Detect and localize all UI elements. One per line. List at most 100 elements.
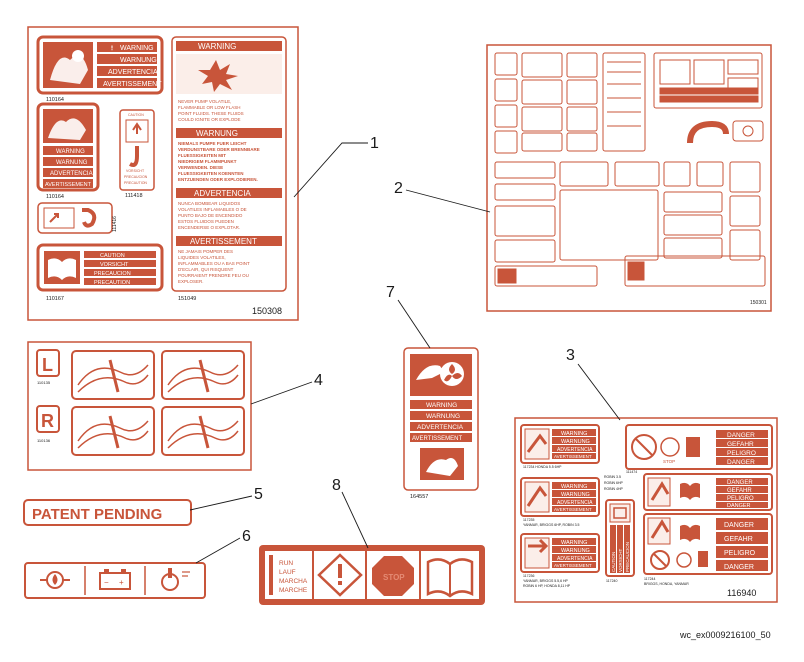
label-row: AVERTISSEMENT	[554, 507, 592, 512]
decal-117244-danger: DANGER GEFAHR PELIGRO DANGER	[643, 513, 773, 575]
text-line: POINT FLUIDS. THESE FLUIDS	[178, 111, 244, 116]
decal-danger-middle: DANGER GEFAHR PELIGRO DANGER	[643, 473, 773, 511]
decal-117236: WARNING WARNUNG ADVERTENCIA AVERTISSEMEN…	[520, 533, 600, 573]
run-label-line: LAUF	[279, 569, 296, 576]
right-label: R	[36, 405, 60, 433]
book-icon	[680, 482, 700, 500]
text-line: VERDUNSTBARE ODER BRENNBARE	[178, 147, 260, 152]
panel-5-patent-pending: PATENT PENDING	[23, 499, 192, 526]
svg-text:−: −	[104, 578, 109, 587]
caption: 117240	[606, 579, 617, 583]
decal-117235: WARNING WARNUNG ADVERTENCIA AVERTISSEMEN…	[520, 477, 600, 517]
label-row: WARNING	[120, 45, 154, 52]
text-line: INFLAMMABLES OU A BAS POINT	[178, 261, 250, 266]
text-line: EXPLOSER.	[178, 279, 204, 284]
text-line: NUNCA BOMBEAR LIQUIDOS	[178, 201, 240, 206]
caption: ROBIN 3.5	[604, 475, 621, 479]
label-row: VORSICHT	[100, 262, 129, 268]
sheet-part-number: 116940	[727, 588, 756, 598]
panel-8-run-decal: RUN LAUF MARCHA MARCHE STOP	[259, 545, 485, 605]
decal-117240-caution: CAUTION VORSICHT PRECAUCION	[605, 499, 635, 577]
text-line: COULD IGNITE OR EXPLODE	[178, 117, 241, 122]
callout-2: 2	[394, 180, 403, 197]
text-line: FLUESSIGKEITEN MIT	[178, 153, 226, 158]
text-line: VOLATILES INFLAMABLES O DE	[178, 207, 247, 212]
section-title: WARNUNG	[196, 129, 238, 138]
text-line: NEVER PUMP VOLATILE,	[178, 99, 231, 104]
label-row: WARNING	[561, 540, 587, 546]
part-number: 110136	[37, 438, 51, 443]
leader-line-4	[250, 381, 313, 405]
label-row: ADVERTENCIA	[557, 556, 593, 562]
text-line: VERWENDEN. DIESE	[178, 165, 223, 170]
temperature-icon	[161, 568, 190, 591]
section-title: WARNING	[198, 42, 236, 51]
section-title: AVERTISSEMENT	[190, 237, 257, 246]
label-row: PRECAUCION	[94, 271, 131, 277]
label-row: GEFAHR	[727, 441, 754, 448]
label-row: DANGER	[727, 480, 753, 486]
label-row: PRECAUTION	[94, 280, 130, 286]
caption: ROBIN 6 HP, HONDA 8,11 HP	[523, 584, 571, 588]
battery-icon: − +	[99, 569, 131, 590]
panel-1-decal-sheet: WARNING WARNUNG ADVERTENCIA AVERTISSEMEN…	[27, 26, 299, 321]
label-row: GEFAHR	[724, 536, 753, 543]
decal-111418-hook: CAUTION VORSICHT PRECAUCION PRECAUTION	[119, 109, 155, 191]
part-number: 111416	[112, 216, 118, 232]
text-line: FLAMMABLE OR LOW FLASH	[178, 105, 241, 110]
label-row: WARNUNG	[561, 492, 590, 498]
left-label: L	[36, 349, 60, 377]
text-line: NE JAMAIS POMPER DES	[178, 249, 233, 254]
text-line: ENCENDERSE O EXPLOTAR.	[178, 225, 240, 230]
label-row: PELIGRO	[724, 550, 756, 557]
label-row: WARNUNG	[56, 160, 88, 166]
leader-line-6	[195, 537, 241, 564]
caption: 117235	[523, 518, 534, 522]
leader-line-7	[397, 299, 431, 349]
label-row: VORSICHT	[126, 169, 145, 173]
leader-line-2	[405, 189, 491, 213]
panel-4-belt-decals: L 110135 R 110136	[27, 341, 252, 471]
label-row: CAUTION	[611, 552, 616, 572]
section-title: ADVERTENCIA	[194, 189, 251, 198]
panel-3-decal-sheet: WARNING WARNUNG ADVERTENCIA AVERTISSEMEN…	[514, 417, 778, 603]
decal-111416-hook: 111416	[37, 202, 118, 234]
run-label-line: MARCHA	[279, 578, 308, 585]
label-row: PELIGRO	[727, 496, 754, 502]
text-line: ENTZUENDEN ODER EXPLODIEREN.	[178, 177, 258, 182]
label-row: ADVERTENCIA	[50, 171, 93, 177]
label-row: PRECAUCION	[124, 175, 148, 179]
decal-117234: WARNING WARNUNG ADVERTENCIA AVERTISSEMEN…	[520, 424, 600, 464]
caption: YANMAR, BRIGGS 6HP, ROBIN 3.5	[523, 523, 580, 527]
caption: 111474	[626, 470, 637, 474]
text-line: NIEMALS PUMPE FUER LEICHT	[178, 141, 247, 146]
leader-line-1	[293, 142, 368, 198]
label-row: ADVERTENCIA	[417, 424, 464, 431]
caption: 117234 HONDA 5.5 6HP	[523, 465, 562, 469]
side-letter: L	[42, 355, 53, 375]
text-line: LIQUIDES VOLATILES,	[178, 255, 226, 260]
hand-icon	[416, 365, 444, 380]
label-row: WARNUNG	[561, 548, 590, 554]
warning-diamond-icon	[317, 553, 363, 597]
panel-7-decal-164557: WARNING WARNUNG ADVERTENCIA AVERTISSEMEN…	[403, 347, 479, 491]
text-line: POURRAIENT PRENDRE FEU OU	[178, 273, 249, 278]
caption: ROBIN 6HP	[604, 481, 624, 485]
panel-6-indicator-decal: − +	[24, 562, 206, 599]
label-row: CAUTION	[100, 253, 125, 259]
label-row: PELIGRO	[727, 450, 756, 457]
entanglement-icon	[426, 458, 458, 476]
label-row: AVERTISSEMENT	[412, 436, 462, 442]
label-row: AVERTISSEMENT	[554, 563, 592, 568]
decal-151049-pump-warning: WARNING NEVER PUMP VOLATILE, FLAMMABLE O…	[171, 36, 287, 292]
decal-110167-manual: CAUTION VORSICHT PRECAUCION PRECAUTION	[36, 243, 164, 292]
caption: 117244	[644, 577, 655, 581]
label-row: ADVERTENCIA	[557, 447, 593, 453]
label-row: WARNING	[56, 149, 85, 155]
fuel-pump-icon	[686, 437, 700, 457]
label-row: ADVERTENCIA	[557, 500, 593, 506]
panel-2-decal-sheet	[486, 44, 772, 312]
part-number: 110164	[46, 97, 64, 103]
callout-5: 5	[254, 486, 263, 503]
leader-line-5	[189, 495, 253, 511]
